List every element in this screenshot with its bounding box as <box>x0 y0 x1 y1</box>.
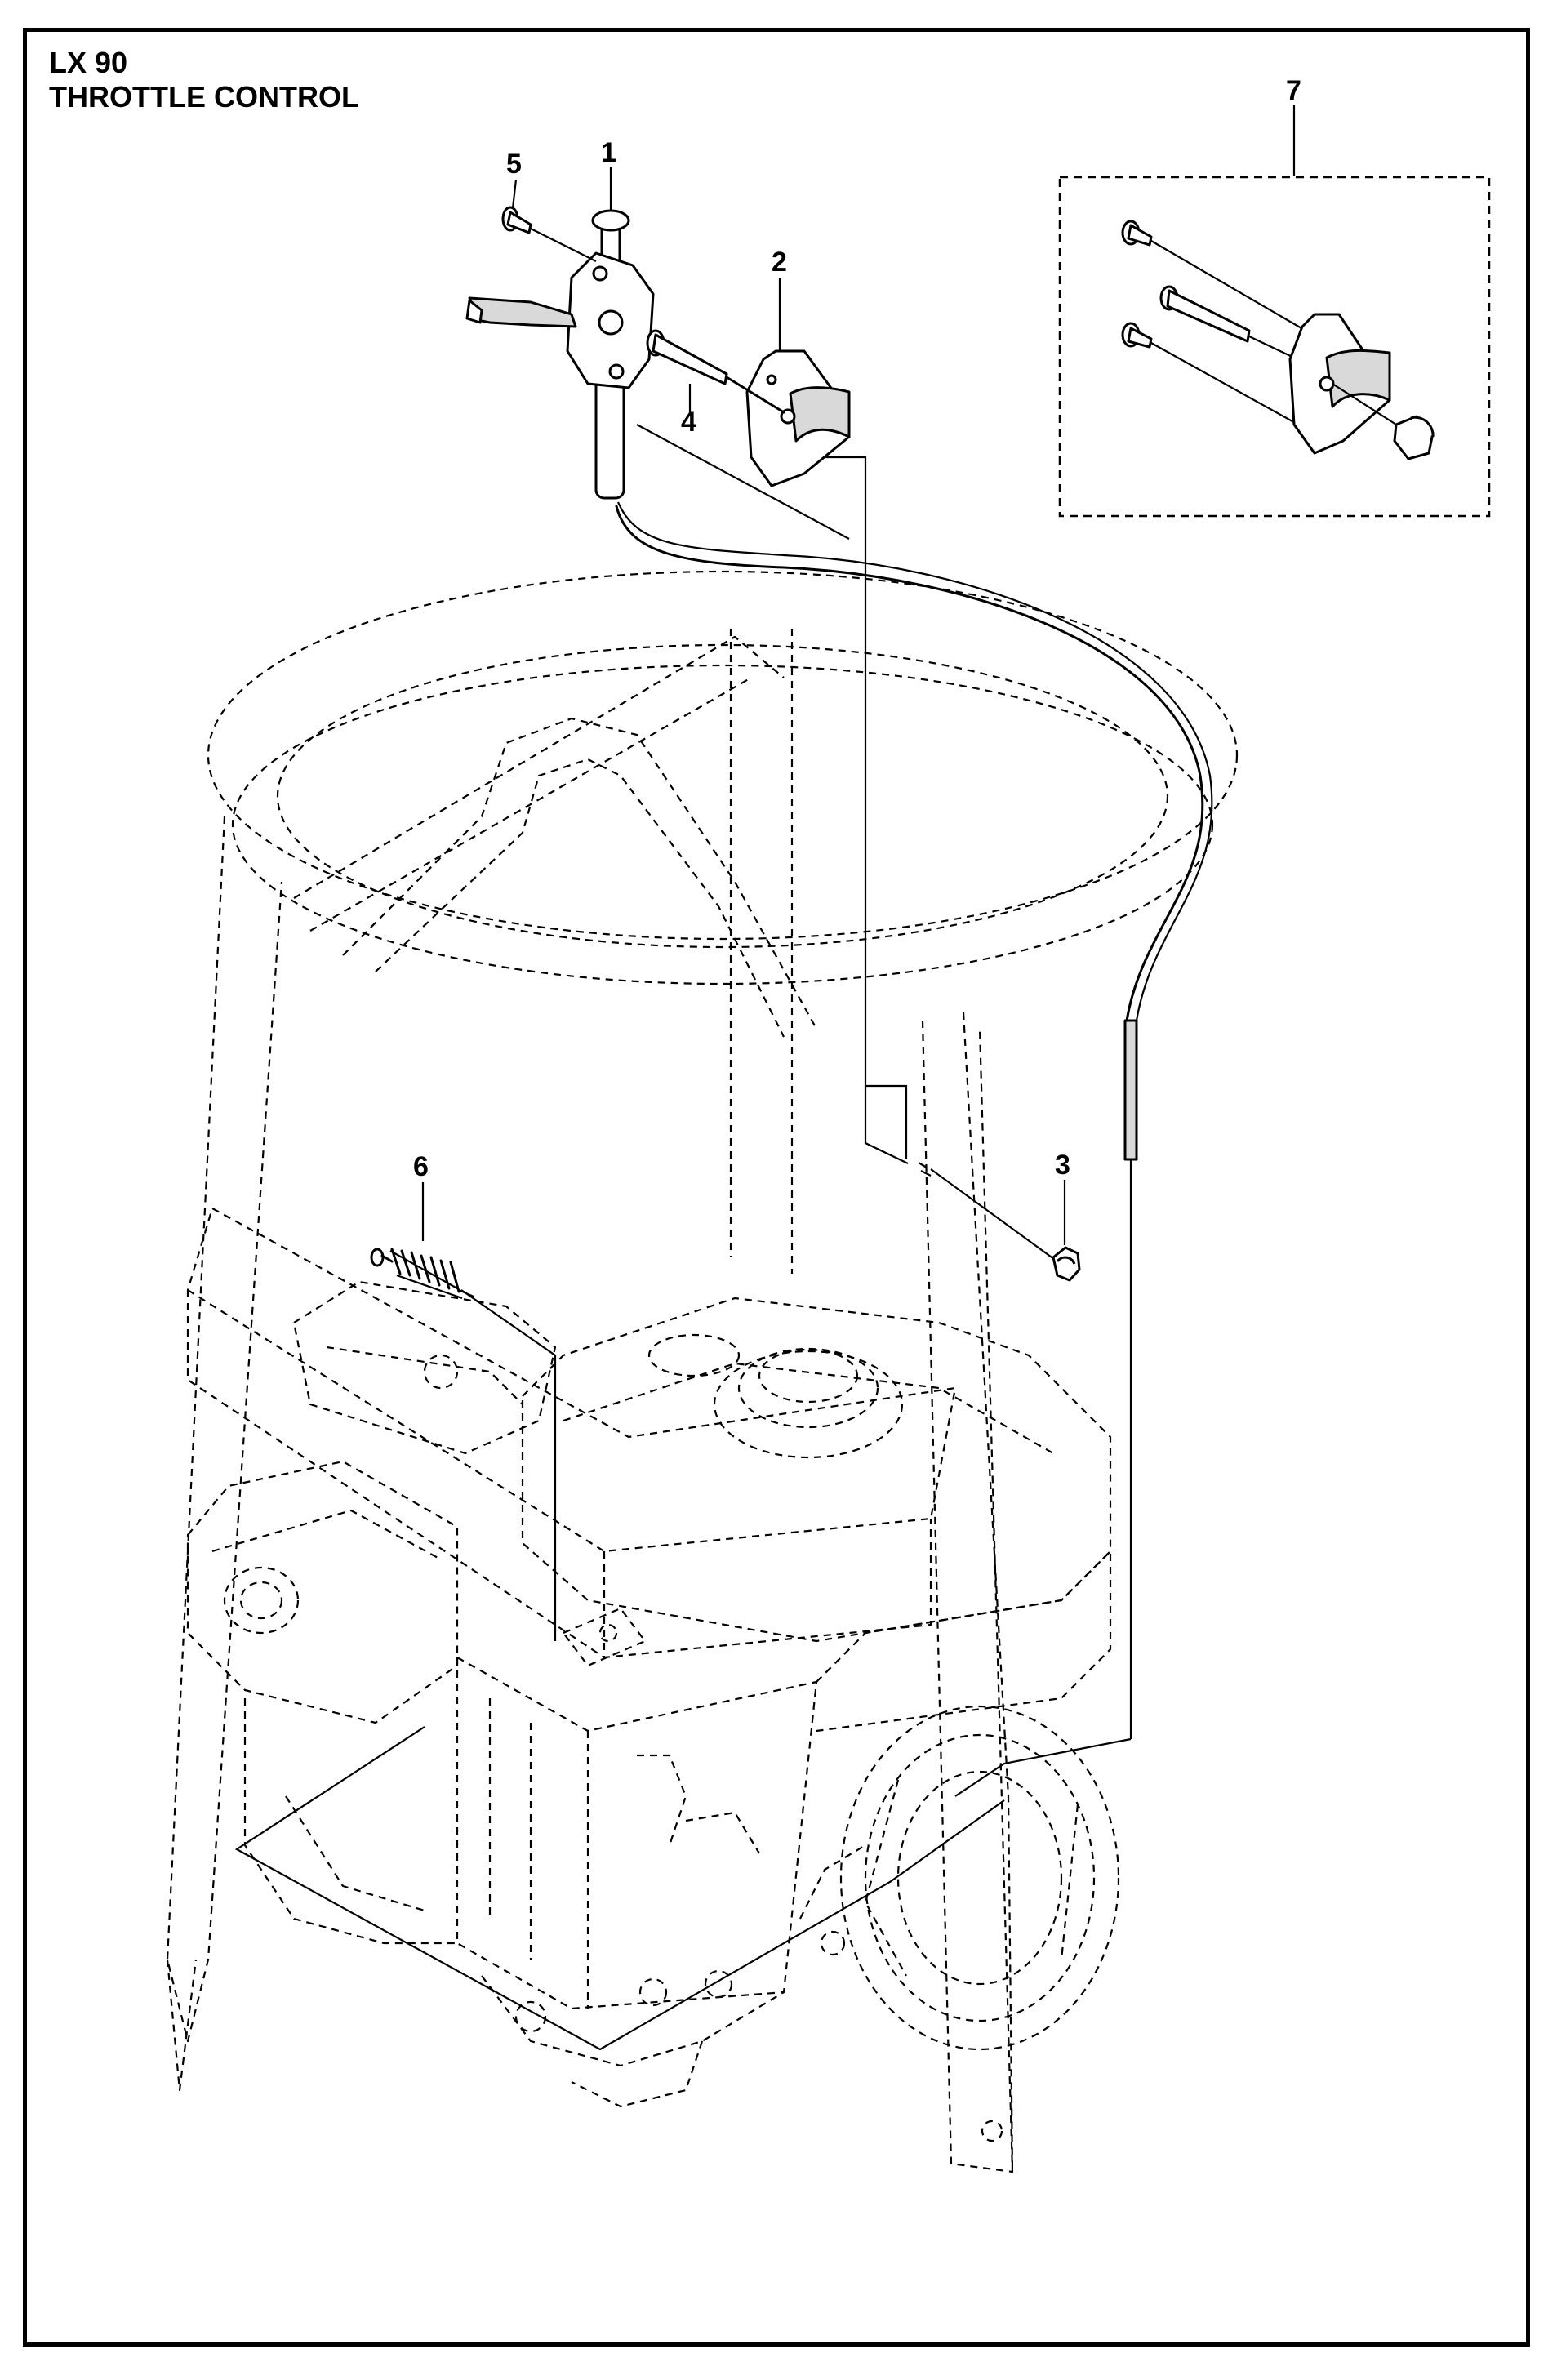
leader-lines <box>234 105 1296 2051</box>
callout-6: 6 <box>413 1151 429 1182</box>
page-border <box>23 28 1530 2347</box>
part-bolt-long <box>646 329 785 414</box>
callout-4: 4 <box>681 407 696 438</box>
handle-frame <box>166 570 1239 2173</box>
part-mounting-bracket <box>745 349 851 487</box>
kit-mounting-hardware <box>1058 176 1491 518</box>
part-spring <box>370 1248 474 1300</box>
engine <box>186 1280 1120 2108</box>
callout-1: 1 <box>601 137 616 168</box>
callout-2: 2 <box>772 247 787 278</box>
callout-3: 3 <box>1055 1150 1070 1181</box>
callout-5: 5 <box>506 149 522 180</box>
part-nut <box>918 1162 1081 1282</box>
part-throttle-lever <box>465 209 655 500</box>
section-title: THROTTLE CONTROL <box>49 80 359 113</box>
callout-7: 7 <box>1286 75 1301 106</box>
callout-labels: 1 2 3 4 5 6 7 <box>413 75 1301 1182</box>
model-title: LX 90 <box>49 46 128 79</box>
part-bolt-short <box>501 206 597 262</box>
